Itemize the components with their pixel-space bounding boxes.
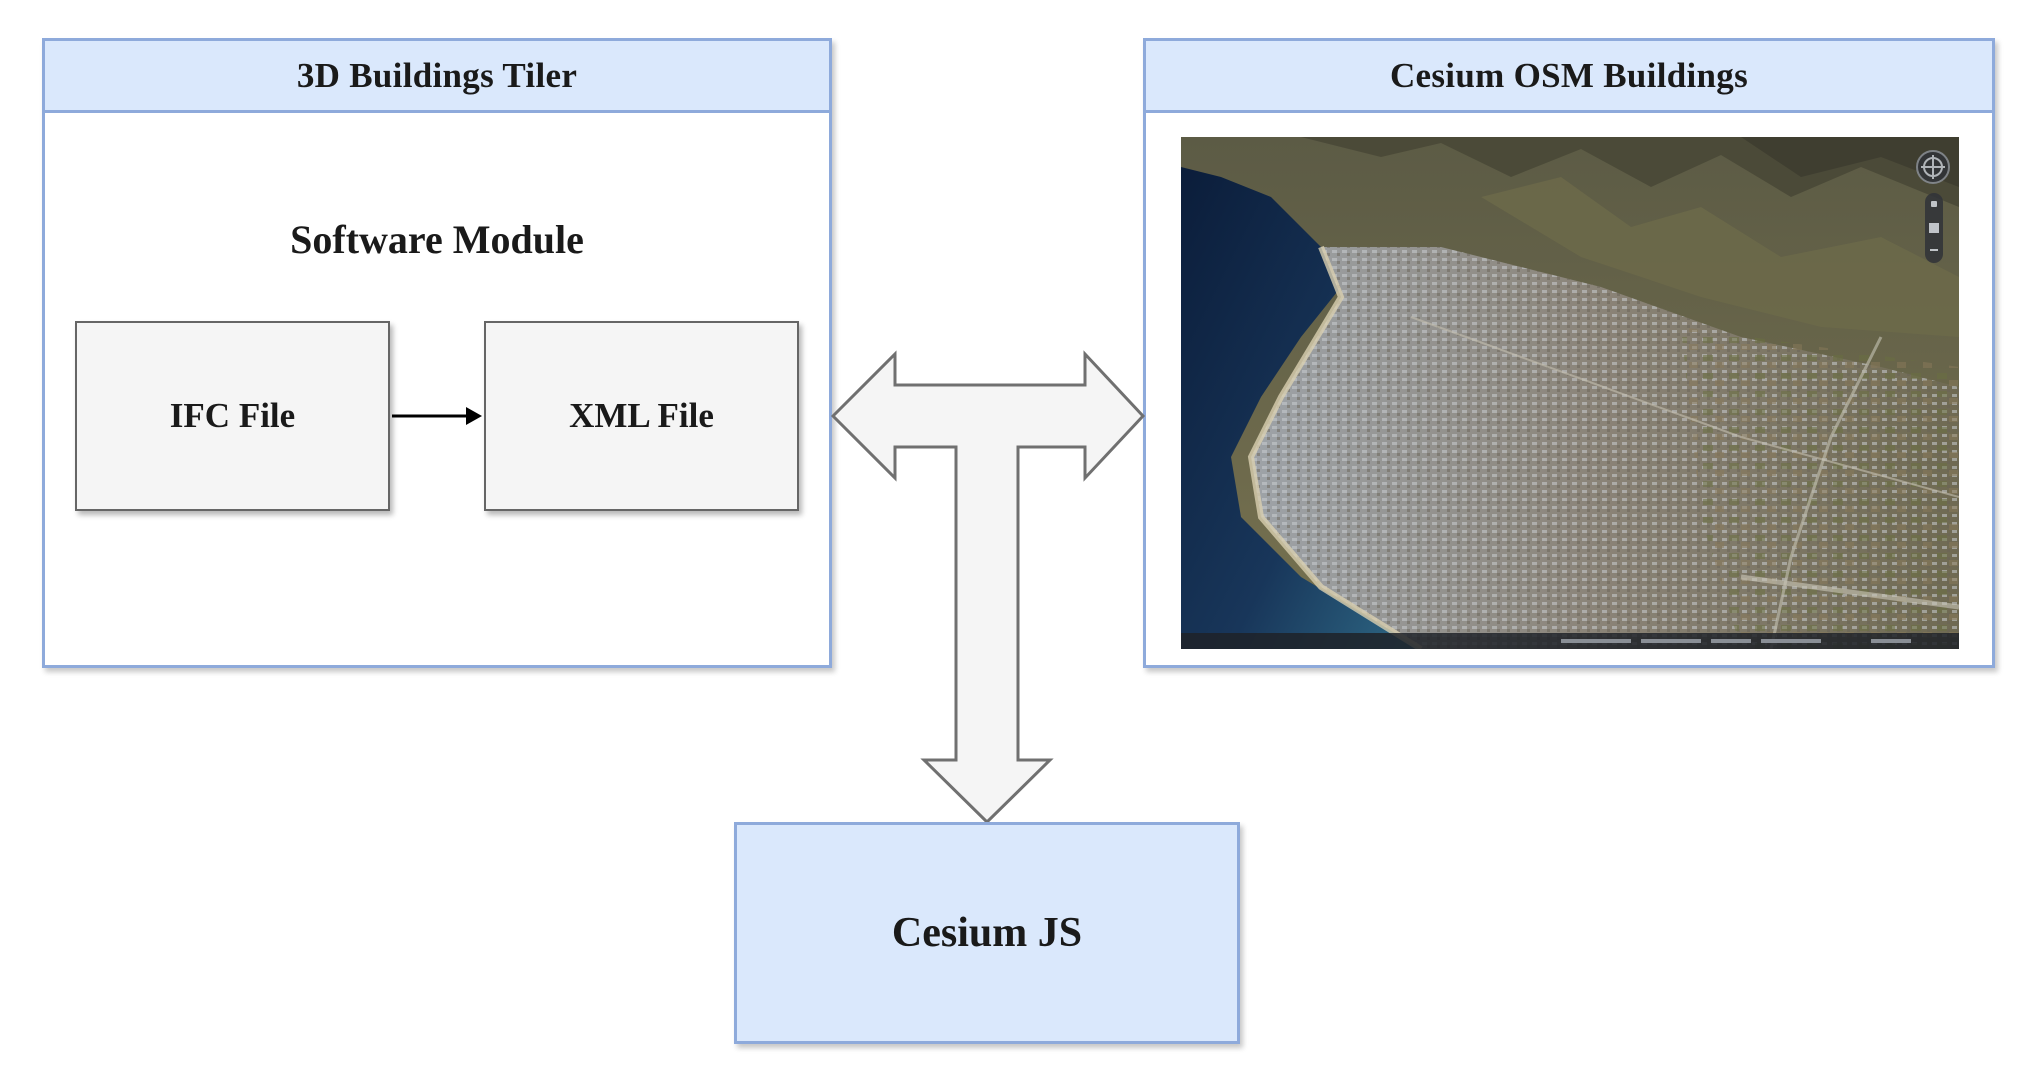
home-icon[interactable] bbox=[1929, 223, 1939, 233]
cesium-js-box: Cesium JS bbox=[734, 822, 1240, 1044]
tiler-panel: 3D Buildings Tiler Software Module IFC F… bbox=[42, 38, 832, 668]
software-module-title: Software Module bbox=[290, 217, 584, 262]
xml-file-box: XML File bbox=[484, 321, 799, 511]
cesium-3d-viewer-screenshot bbox=[1181, 137, 1959, 649]
zoom-control bbox=[1925, 193, 1943, 263]
osm-panel-title: Cesium OSM Buildings bbox=[1146, 41, 1992, 113]
zoom-out-icon[interactable] bbox=[1930, 249, 1938, 251]
xml-file-label: XML File bbox=[569, 396, 714, 435]
ifc-to-xml-arrow bbox=[392, 407, 482, 425]
aerial-city-image bbox=[1181, 137, 1959, 649]
cesium-js-label: Cesium JS bbox=[891, 910, 1083, 956]
ifc-file-box: IFC File bbox=[75, 321, 390, 511]
tiler-panel-title: 3D Buildings Tiler bbox=[45, 41, 829, 113]
t-shaped-connector-arrow bbox=[830, 350, 1146, 825]
zoom-in-icon[interactable] bbox=[1931, 201, 1937, 207]
compass-icon[interactable] bbox=[1915, 149, 1951, 185]
osm-buildings-panel: Cesium OSM Buildings bbox=[1143, 38, 1995, 668]
ifc-file-label: IFC File bbox=[169, 396, 296, 435]
